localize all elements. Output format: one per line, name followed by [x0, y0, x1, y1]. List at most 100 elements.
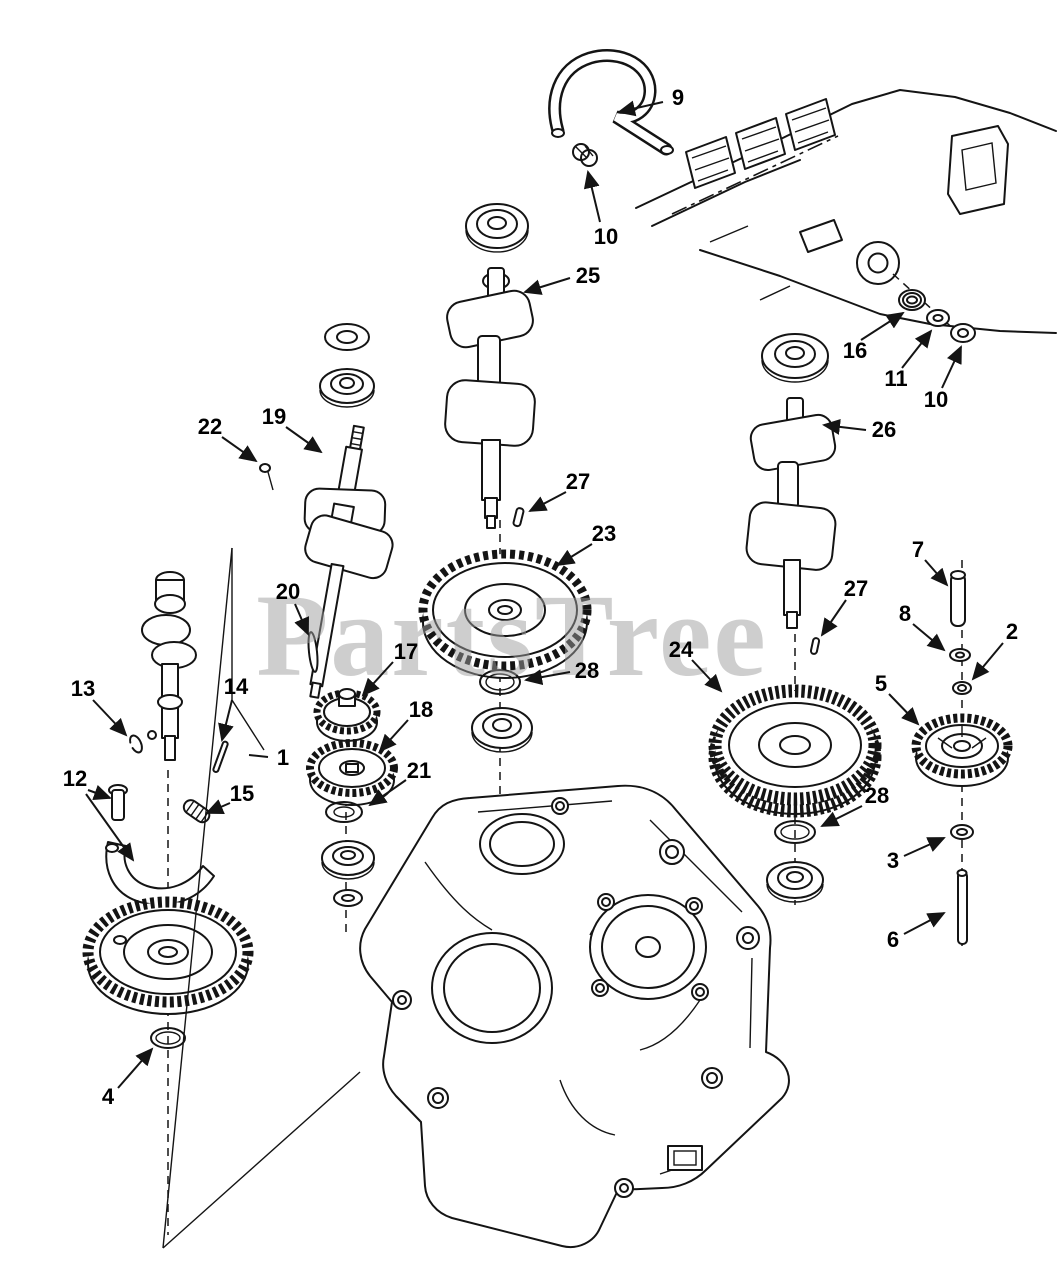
shaft-6	[956, 869, 968, 945]
gear-5	[911, 713, 1013, 787]
svg-text:27: 27	[566, 469, 590, 494]
svg-text:28: 28	[575, 658, 599, 683]
crankshaft-26-column	[708, 333, 882, 905]
o-ring-4	[150, 1027, 186, 1049]
pin-22	[259, 463, 274, 491]
ball-bearing-bottom	[471, 707, 533, 753]
callout-19: 19	[262, 404, 323, 454]
svg-text:2: 2	[1006, 619, 1018, 644]
callout-1: 1	[248, 745, 289, 770]
svg-text:10: 10	[594, 224, 618, 249]
svg-text:10: 10	[924, 387, 948, 412]
callout-25: 25	[523, 263, 600, 295]
svg-text:27: 27	[844, 576, 868, 601]
washer-16	[898, 289, 926, 311]
washer-small	[333, 889, 363, 907]
svg-text:3: 3	[887, 848, 899, 873]
spring-15	[182, 799, 211, 824]
callout-10b: 10	[924, 345, 962, 412]
callout-24: 24	[669, 637, 723, 693]
callout-7: 7	[912, 537, 949, 587]
svg-text:22: 22	[198, 414, 222, 439]
callout-5: 5	[875, 671, 920, 726]
svg-text:13: 13	[71, 676, 95, 701]
gear-24	[708, 684, 882, 818]
callout-13: 13	[71, 676, 128, 737]
callout-27b: 27	[820, 576, 868, 637]
callout-3: 3	[887, 837, 946, 873]
svg-text:9: 9	[672, 85, 684, 110]
callout-12: 12	[63, 766, 135, 862]
svg-text:4: 4	[102, 1084, 115, 1109]
crankshaft-19	[303, 424, 394, 699]
svg-text:18: 18	[409, 697, 433, 722]
washer-10b	[950, 323, 976, 343]
callout-11: 11	[884, 329, 933, 391]
camshaft-gear	[82, 896, 254, 1015]
washer-2	[952, 681, 972, 695]
dowel-pin-27-center	[512, 507, 525, 528]
svg-text:14: 14	[224, 674, 249, 699]
callout-10: 10	[583, 170, 618, 249]
svg-text:11: 11	[884, 366, 907, 391]
ball-bearing-lower	[321, 840, 375, 880]
tube-clamp	[572, 143, 598, 167]
dipstick-tube	[548, 49, 674, 156]
callout-28b: 28	[820, 783, 889, 827]
washer-21	[325, 801, 363, 823]
right-bore	[589, 893, 709, 1001]
callout-23: 23	[556, 521, 616, 567]
pin-7	[950, 570, 966, 627]
gear-17	[313, 688, 381, 742]
ball-bearing-top	[761, 333, 829, 383]
crankshaft-25-column	[418, 203, 592, 962]
callout-16: 16	[843, 311, 905, 363]
svg-text:8: 8	[899, 601, 911, 626]
svg-text:7: 7	[912, 537, 924, 562]
crankshaft-25	[444, 267, 536, 529]
svg-text:5: 5	[875, 671, 887, 696]
callout-2: 2	[971, 619, 1018, 681]
washer-8	[949, 648, 971, 662]
pin-14	[212, 740, 229, 774]
svg-text:28: 28	[865, 783, 889, 808]
gear-23	[418, 549, 592, 679]
crankcase-housing	[359, 784, 790, 1248]
svg-text:19: 19	[262, 404, 286, 429]
crankshaft-26	[745, 397, 837, 629]
svg-text:12: 12	[63, 766, 87, 791]
svg-text:1: 1	[277, 745, 289, 770]
callout-9: 9	[617, 85, 684, 117]
camshaft-assembly	[141, 571, 197, 1235]
ball-bearing	[319, 368, 375, 408]
governor-column	[911, 560, 1013, 950]
callout-4: 4	[102, 1047, 154, 1109]
svg-text:23: 23	[592, 521, 616, 546]
washer-top	[324, 323, 370, 351]
upper-boss	[479, 813, 565, 875]
callout-8: 8	[899, 601, 946, 652]
woodruff-key-20	[307, 631, 319, 673]
left-bore	[431, 932, 553, 1044]
governor-bolt-12	[108, 784, 128, 821]
washer-3	[950, 824, 974, 840]
svg-text:24: 24	[669, 637, 694, 662]
svg-text:16: 16	[843, 338, 867, 363]
svg-text:17: 17	[394, 639, 418, 664]
callouts: 9 10 25 16 11 10 22 19	[63, 85, 1018, 1109]
callout-6: 6	[887, 912, 946, 952]
callout-18: 18	[378, 697, 433, 753]
gear-18	[306, 739, 398, 806]
callout-21: 21	[368, 758, 431, 807]
svg-text:6: 6	[887, 927, 899, 952]
svg-text:15: 15	[230, 781, 254, 806]
o-ring-28-right	[774, 820, 816, 844]
upper-engine-housing	[635, 89, 1057, 343]
callout-20: 20	[276, 579, 309, 636]
svg-text:20: 20	[276, 579, 300, 604]
callout-22: 22	[198, 414, 258, 463]
callout-28: 28	[524, 658, 599, 686]
watermark: PartsTree	[256, 570, 766, 701]
callout-14: 14	[218, 674, 249, 742]
